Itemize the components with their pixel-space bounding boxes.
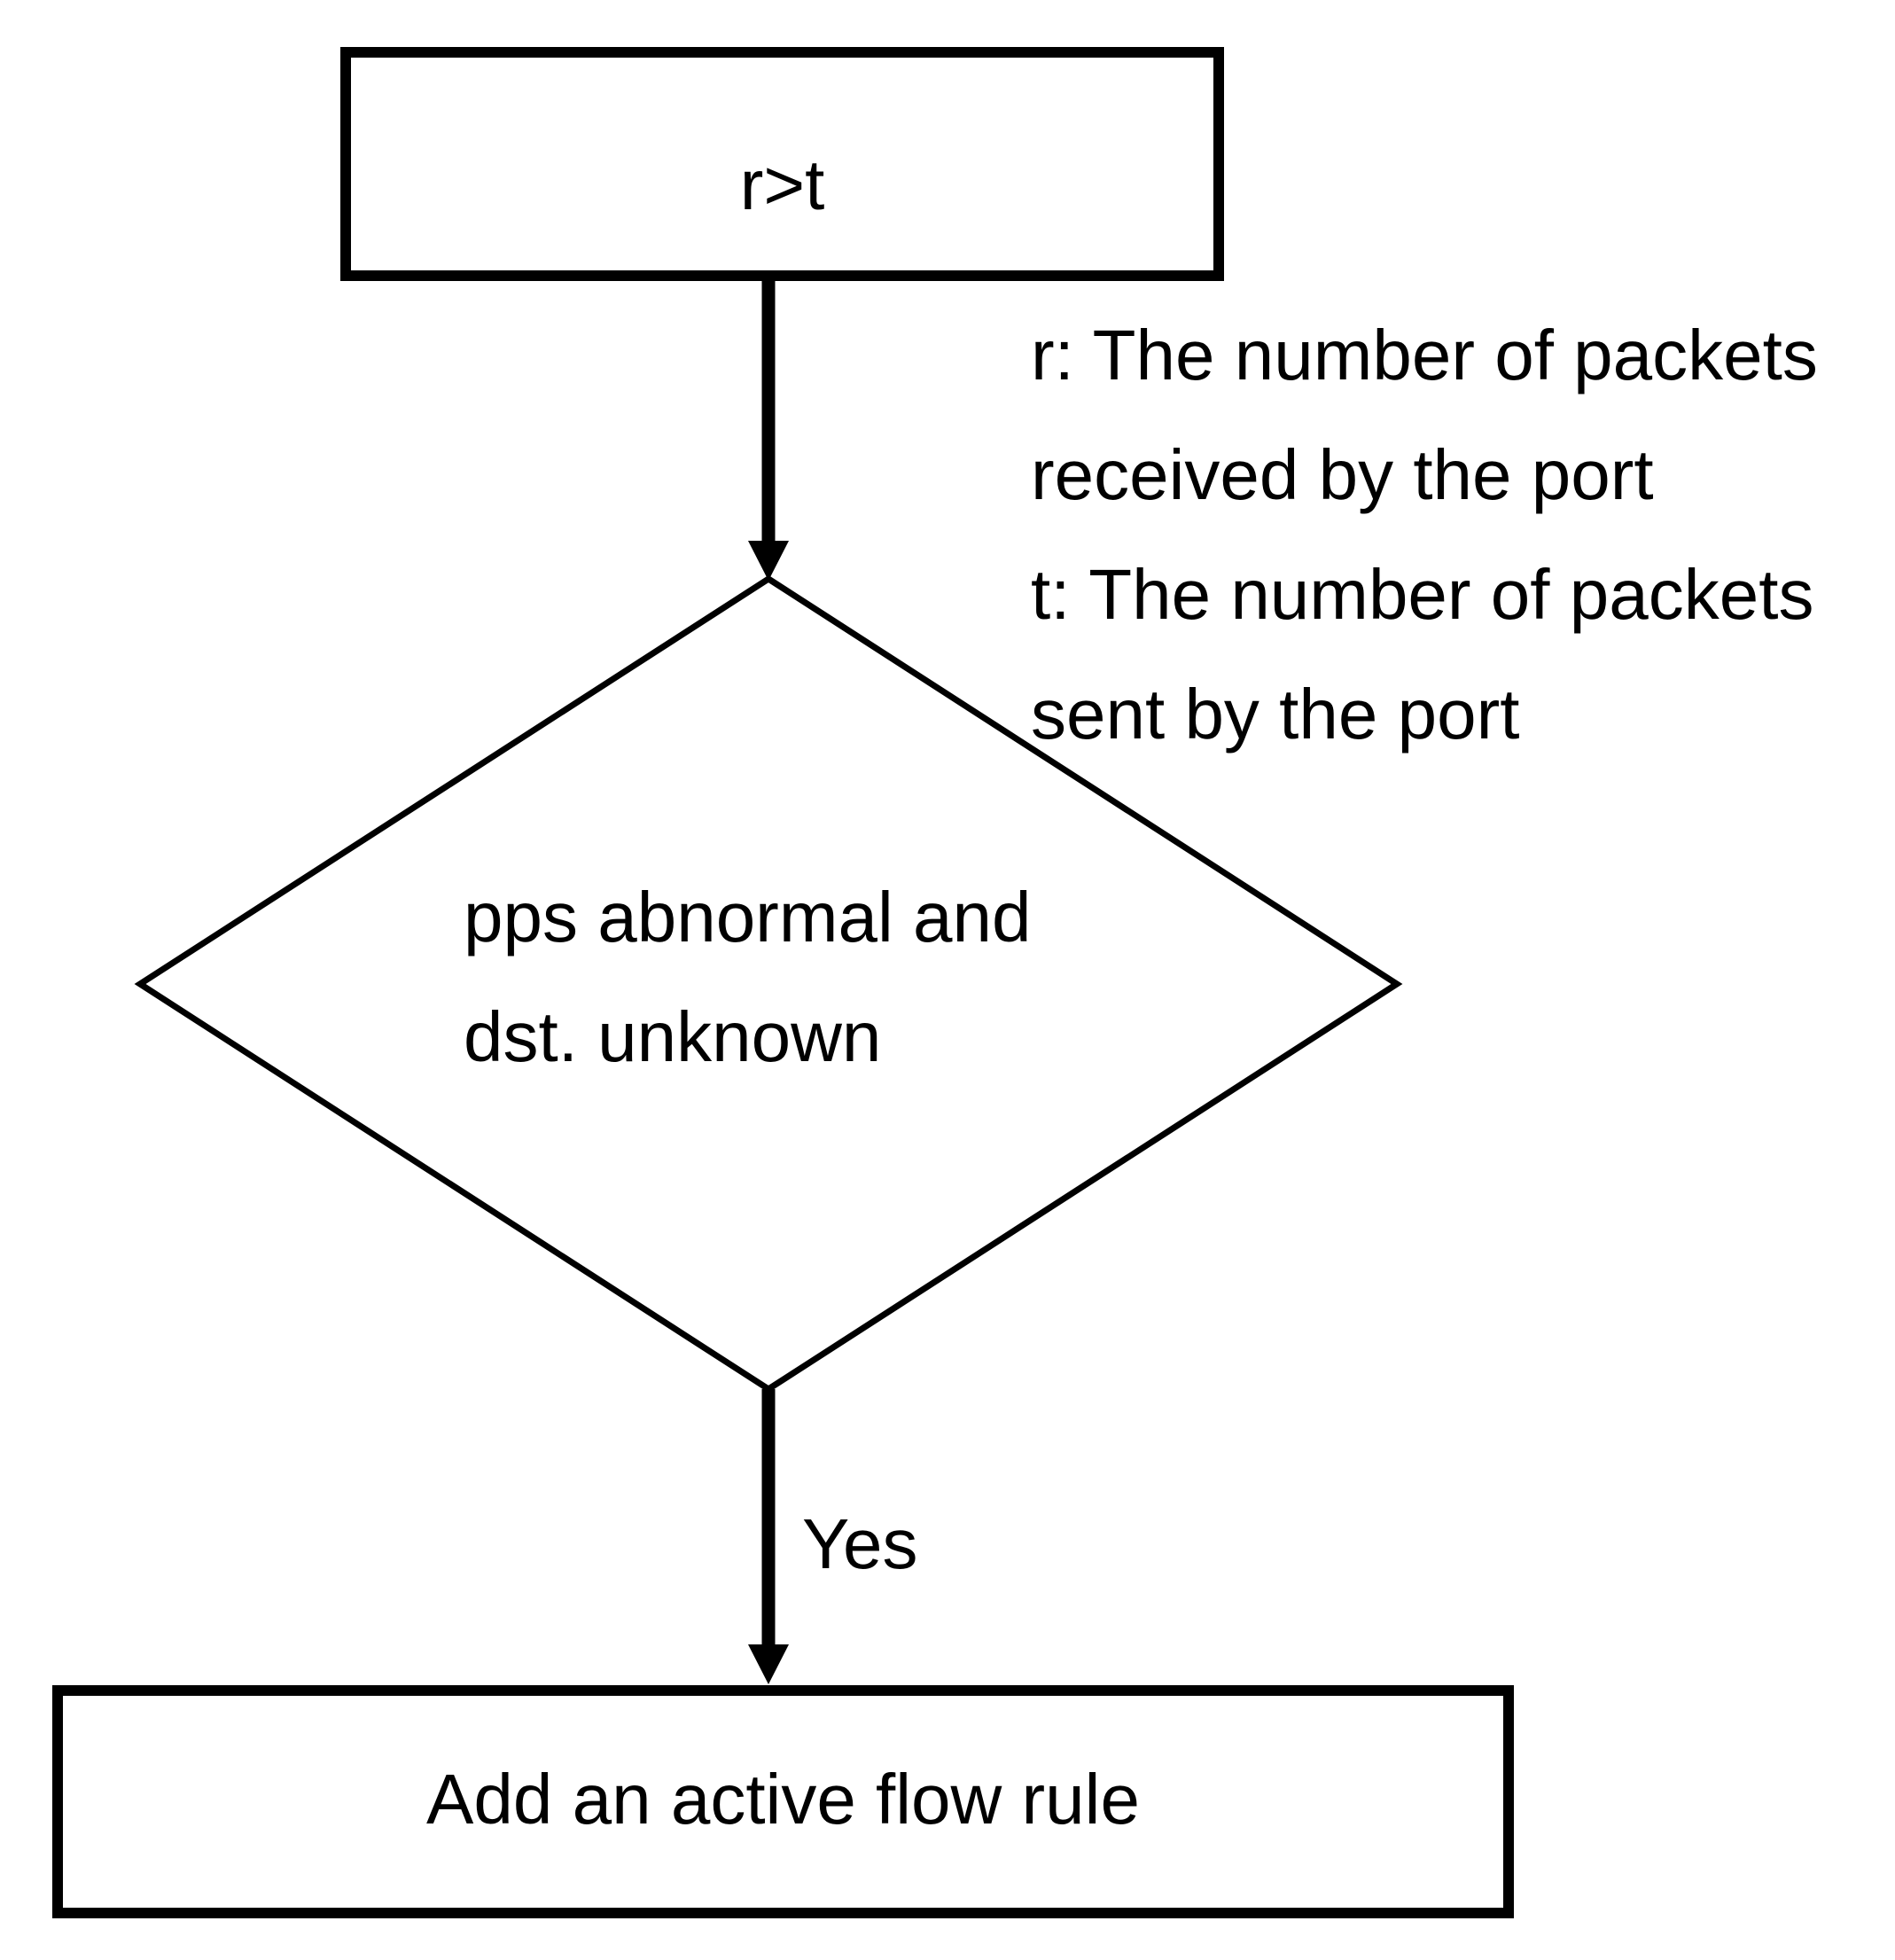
annotation-line-4: sent by the port [1031, 675, 1520, 754]
edge-yes-label: Yes [802, 1504, 918, 1583]
annotation-line-1: r: The number of packets [1031, 316, 1818, 394]
annotation-line-2: received by the port [1031, 435, 1654, 514]
action-box-outline [52, 1685, 1514, 1918]
variables-annotation: r: The number of packets received by the… [1031, 295, 1818, 774]
annotation-line-3: t: The number of packets [1031, 555, 1814, 634]
condition-box-label: r>t [739, 145, 825, 224]
condition-box-outline [340, 47, 1224, 281]
arrow-condition-to-decision-head [748, 541, 789, 581]
decision-diamond-label: pps abnormal and dst. unknown [464, 857, 1031, 1097]
decision-label-line-1: pps abnormal and [464, 878, 1032, 957]
action-box-label: Add an active flow rule [426, 1760, 1140, 1839]
decision-label-line-2: dst. unknown [464, 997, 882, 1076]
arrow-decision-to-action-head [748, 1644, 789, 1684]
